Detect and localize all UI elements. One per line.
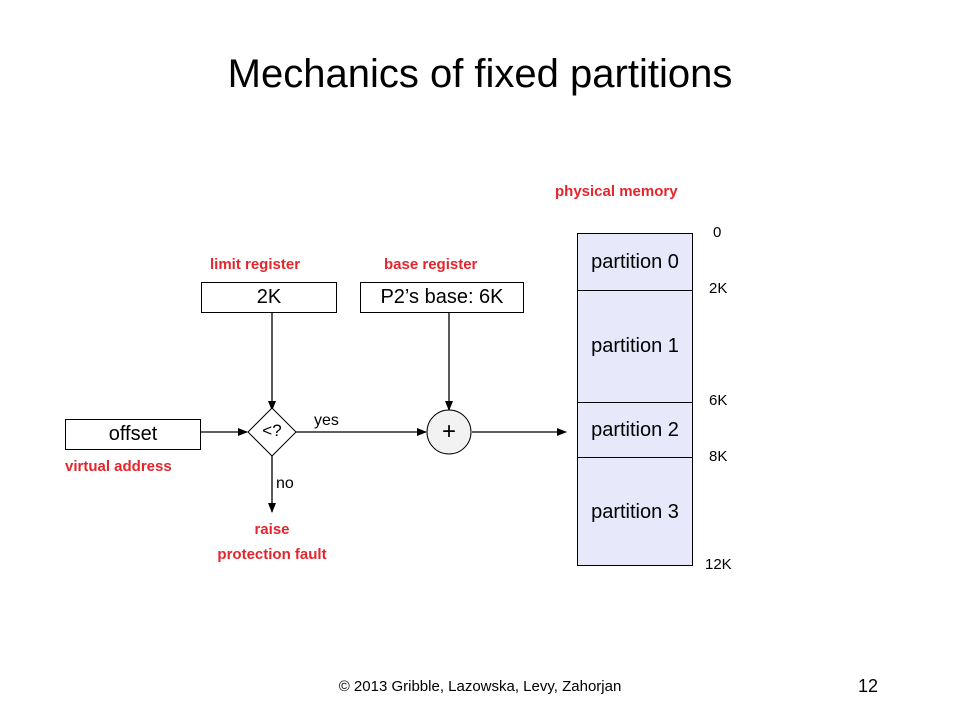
- copyright-footer: © 2013 Gribble, Lazowska, Levy, Zahorjan: [338, 678, 622, 695]
- offset-box: offset: [65, 419, 201, 450]
- slide-title: Mechanics of fixed partitions: [227, 52, 733, 96]
- base-register-label: base register: [384, 256, 478, 273]
- limit-register-box: 2K: [201, 282, 337, 313]
- page-number: 12: [858, 676, 879, 696]
- partition-1: partition 1: [578, 290, 692, 402]
- fault-label-line1: raise: [254, 521, 290, 538]
- comparator-symbol: <?: [262, 421, 282, 440]
- partition-0: partition 0: [591, 250, 679, 273]
- physical-memory: partition 0 partition 1 partition 2 part…: [577, 233, 693, 566]
- adder-circle: [426, 409, 472, 455]
- yes-label: yes: [314, 412, 339, 429]
- comparator-diamond: [247, 407, 297, 457]
- address-12k: 12K: [705, 556, 732, 573]
- fault-label-line2: protection fault: [217, 546, 327, 563]
- no-label: no: [276, 475, 294, 492]
- adder-symbol: +: [441, 418, 456, 445]
- address-2k: 2K: [709, 280, 728, 297]
- virtual-address-label: virtual address: [65, 458, 172, 475]
- partition-2: partition 2: [578, 402, 692, 457]
- address-0: 0: [713, 224, 722, 241]
- address-8k: 8K: [709, 448, 728, 465]
- partition-3: partition 3: [578, 457, 692, 567]
- base-register-box: P2’s base: 6K: [360, 282, 524, 313]
- physical-memory-label: physical memory: [555, 183, 678, 200]
- address-6k: 6K: [709, 392, 728, 409]
- limit-register-label: limit register: [210, 256, 301, 273]
